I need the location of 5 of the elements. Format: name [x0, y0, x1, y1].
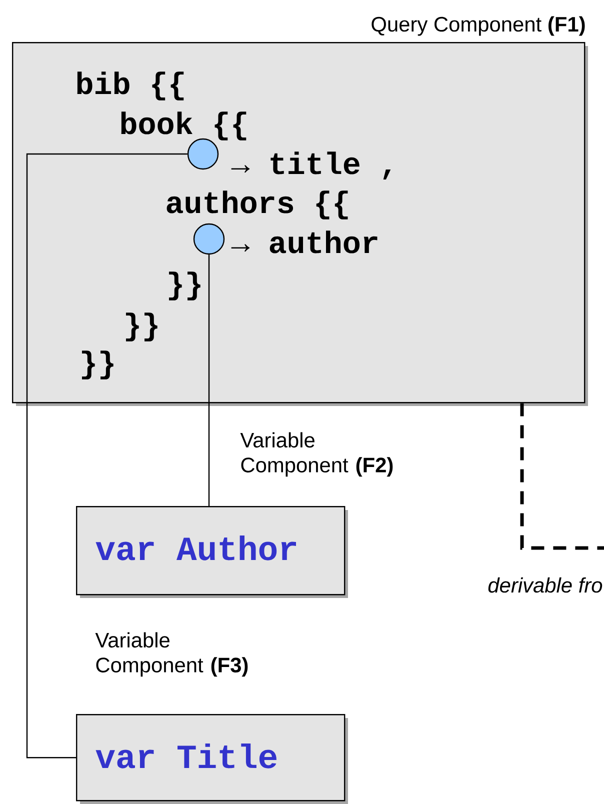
- edge-label: derivable fro: [486, 576, 604, 594]
- component-heading: Variable Component (F2): [240, 432, 393, 477]
- component-heading: Variable Component (F3): [95, 632, 248, 677]
- component-heading: Query Component (F1): [372, 16, 585, 36]
- connector-line: [520, 403, 604, 550]
